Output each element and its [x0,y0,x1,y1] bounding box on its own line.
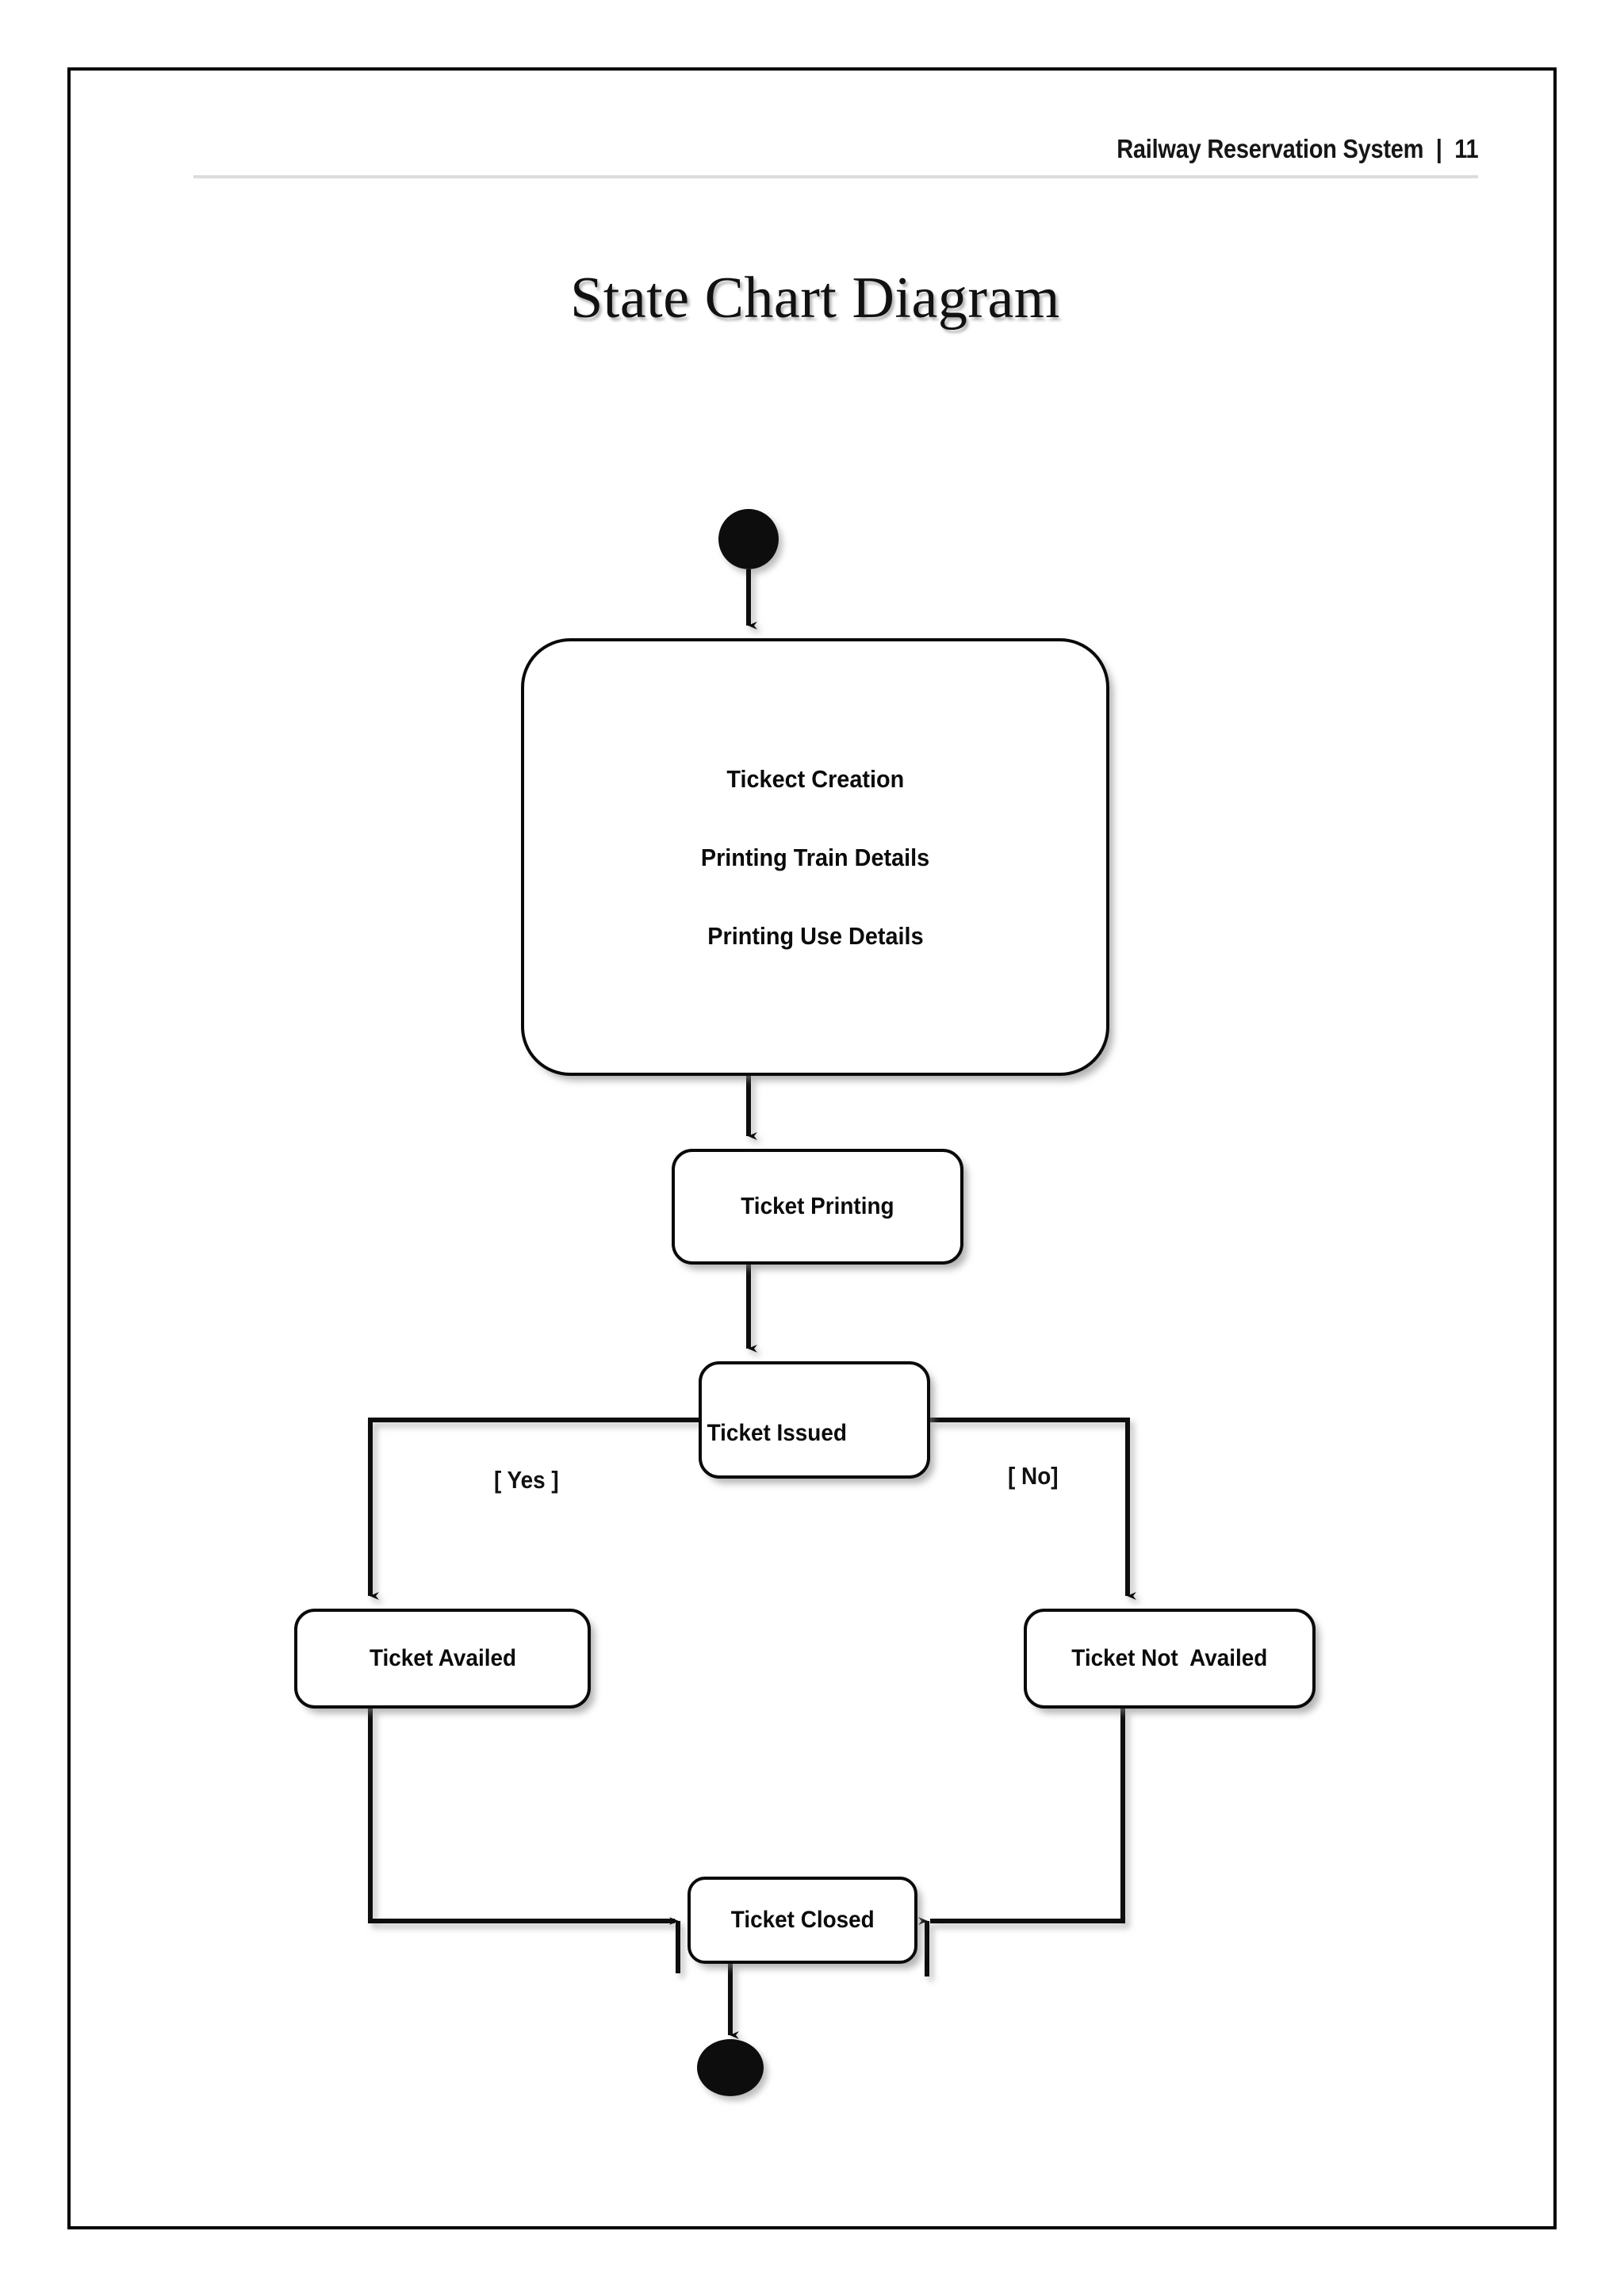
transition-not-availed-to-closed [930,1709,1125,1923]
state-label-printing-train-details: Printing Train Details [700,843,930,871]
transition-issued-to-not-availed [930,1418,1136,1600]
state-node-ticket-creation[interactable]: Tickect Creation Printing Train Details … [521,638,1109,1076]
state-label-tickect-creation: Tickect Creation [726,764,904,793]
state-label-ticket-closed: Ticket Closed [730,1907,875,1933]
transition-availed-to-closed [368,1709,675,1923]
transition-issued-to-availed [368,1418,699,1600]
guard-label-yes: [ Yes ] [494,1466,559,1494]
state-chart-diagram: Tickect Creation Printing Train Details … [71,71,1560,2233]
final-state-marker [697,2039,764,2096]
initial-state-marker [718,509,779,569]
header-title: Railway Reservation System | 11 [1116,134,1479,163]
state-node-ticket-availed[interactable]: Ticket Availed [294,1609,591,1709]
diagram-connectors [368,509,1136,2096]
state-label-printing-use-details: Printing Use Details [707,921,924,950]
page-title: State Chart Diagram [570,266,1060,331]
header-divider [193,175,1478,178]
state-node-ticket-not-availed[interactable]: Ticket Not Availed [1024,1609,1316,1709]
state-node-ticket-closed[interactable]: Ticket Closed [688,1877,917,1964]
state-label-ticket-availed: Ticket Availed [369,1645,516,1671]
page-header: Railway Reservation System | 11 [193,134,1478,189]
state-label-ticket-not-availed: Ticket Not Availed [1071,1645,1268,1671]
guard-label-no: [ No] [1008,1462,1059,1490]
state-label-ticket-issued: Ticket Issued [707,1420,847,1446]
state-node-ticket-printing[interactable]: Ticket Printing [672,1149,963,1265]
document-page: Railway Reservation System | 11 State Ch… [67,67,1557,2229]
state-node-ticket-issued[interactable]: Ticket Issued [699,1361,930,1479]
state-label-ticket-printing: Ticket Printing [741,1193,894,1219]
